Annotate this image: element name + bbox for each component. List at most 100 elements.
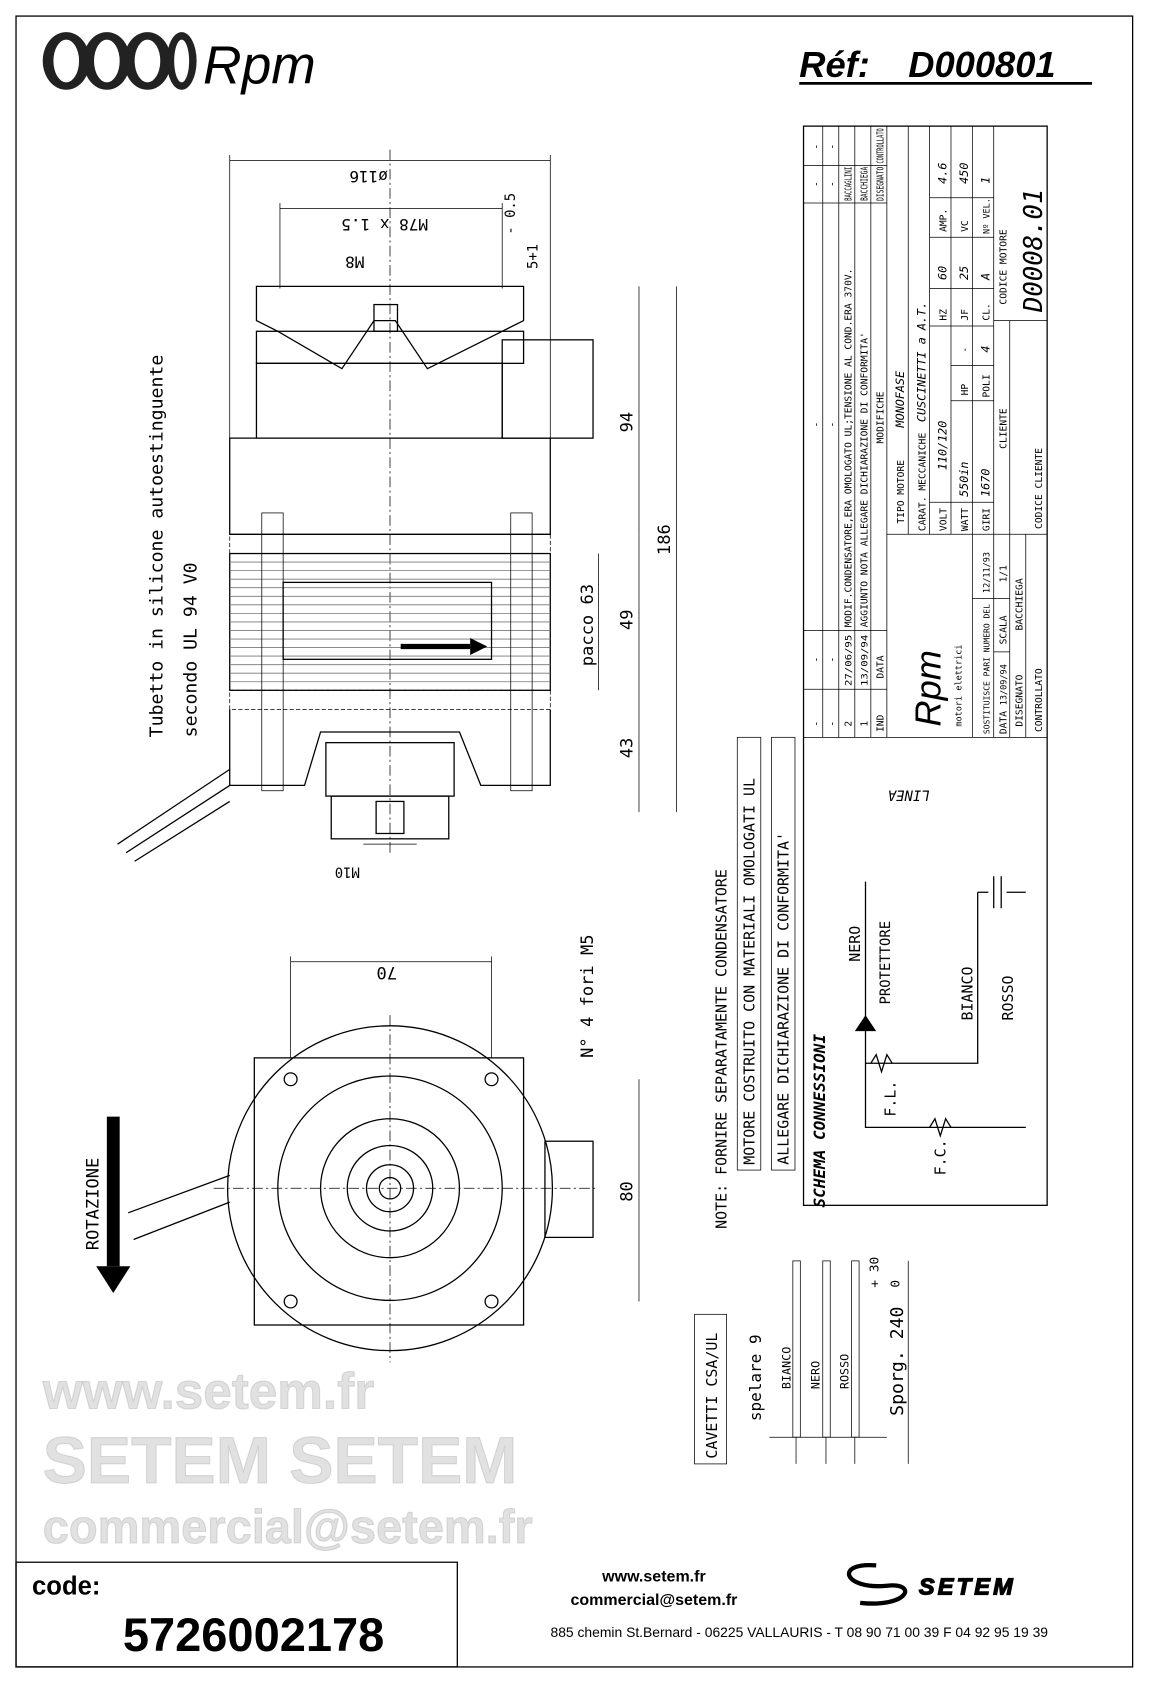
rev-desc: - <box>812 422 823 428</box>
dim-43: 43 <box>618 738 638 759</box>
watermark: www.setem.fr SETEM SETEM commercial@sete… <box>41 1362 533 1554</box>
cables-strip: spelare 9 <box>746 1334 765 1421</box>
rev-desc: AGGIUNTO NOTA ALLEGARE DICHIARAZIONE DI … <box>860 332 871 627</box>
label: CARAT. MECCANICHE <box>917 433 928 532</box>
value: 550in <box>957 462 971 497</box>
dim-70: 70 <box>377 962 398 982</box>
schema-linea: LINEA <box>888 787 930 803</box>
dim-diameter: ø116 <box>349 167 388 186</box>
dim-80: 80 <box>618 1181 638 1202</box>
value: 12/11/93 <box>982 552 992 593</box>
dim-thread: M78 x 1.5 <box>341 215 428 234</box>
motor-code: D0008.01 <box>1019 189 1049 313</box>
label: CL. <box>981 303 992 320</box>
label: JF <box>960 309 971 321</box>
label: HZ <box>939 309 950 321</box>
wiring-schema: LINEA NERO PROTETTORE BIANCO ROSSO F.L. … <box>802 125 1048 1206</box>
rev-header: DISEGNATO <box>876 167 887 201</box>
cables-detail: CAVETTI CSA/UL spelare 9 BIANCO NERO ROS… <box>694 1257 909 1465</box>
value: A <box>978 273 992 281</box>
value: 13/09/94 <box>1000 664 1010 705</box>
tube-note-1: Tubetto in silicone autoestinguente <box>146 355 167 738</box>
value: CUSCINETTI a A.T. <box>914 302 928 422</box>
label: HP <box>960 384 971 396</box>
rev-checked: - <box>828 144 839 150</box>
code-label: code: <box>32 1572 100 1600</box>
cables-tol-zero: 0 <box>889 1280 904 1288</box>
rev-drawn: - <box>812 181 823 187</box>
rev-date: - <box>812 657 823 663</box>
note-3: ALLEGARE DICHIARAZIONE DI CONFORMITA' <box>775 832 793 1165</box>
company-logo: Rpm <box>907 650 948 727</box>
rev-drawn: - <box>828 181 839 187</box>
label: POLI <box>981 374 992 397</box>
label: SCALA <box>999 615 1010 644</box>
label: CODICE MOTORE <box>999 229 1010 304</box>
notes: NOTE: FORNIRE SEPARATAMENTE CONDENSATORE… <box>713 736 829 1229</box>
code-value: 5726002178 <box>123 1608 384 1661</box>
dim-49: 49 <box>618 609 638 630</box>
label: CONTROLLATO <box>1034 668 1045 732</box>
motor-side-view: ø116 M78 x 1.5 M8 - 0.5 5+1 M10 94 186 4… <box>117 149 677 880</box>
label: TIPO MOTORE <box>896 460 907 524</box>
dim-pacco: pacco 63 <box>578 584 598 666</box>
schema-fl: F.L. <box>881 1081 899 1117</box>
setem-logo: SETEM <box>846 1563 1016 1606</box>
value: 60 <box>936 266 950 280</box>
rev-drawn: BACCHIEGA <box>860 167 871 201</box>
note-1: NOTE: FORNIRE SEPARATAMENTE CONDENSATORE <box>713 869 731 1229</box>
rev-checked: - <box>812 144 823 150</box>
rev-drawn: BACCAGLINI <box>844 167 855 201</box>
label: CLIENTE <box>999 408 1010 449</box>
rev-date: - <box>828 657 839 663</box>
label: VOLT <box>939 508 950 531</box>
value: 1 <box>978 177 992 184</box>
cables-title: CAVETTI CSA/UL <box>703 1333 721 1459</box>
dim-186: 186 <box>655 524 675 555</box>
ref-value: D000801 <box>908 44 1055 85</box>
email-link[interactable]: commercial@setem.fr <box>570 1591 737 1609</box>
dim-shaft-thread: M8 <box>345 252 364 271</box>
label: AMP. <box>939 209 950 232</box>
label: DISEGNATO <box>1015 674 1026 726</box>
ref-label: Réf: <box>799 44 870 85</box>
watermark-text: www.setem.fr <box>42 1362 374 1419</box>
rev-desc: - <box>828 422 839 428</box>
value: 1670 <box>978 469 992 497</box>
schema-title: SCHEMA CONNESSIONI <box>810 1034 829 1208</box>
value: 110/120 <box>936 421 950 471</box>
label: GIRI <box>981 508 992 531</box>
rotation-arrow-icon <box>106 1116 120 1267</box>
schema-rosso: ROSSO <box>999 976 1017 1021</box>
holes-note: N° 4 fori M5 <box>578 934 598 1057</box>
rev-header: CONTROLLATO <box>876 128 887 163</box>
rev-ind: 2 <box>844 721 855 727</box>
value: 450 <box>957 163 971 184</box>
company-sub: motori elettrici <box>955 644 965 726</box>
label: SOSTITUISCE PARI NUMERO DEL <box>982 604 991 734</box>
rev-date: 27/06/95 <box>845 635 855 686</box>
dim-bottom-thread: M10 <box>335 864 360 880</box>
rpm-logo: Rpm <box>42 32 316 95</box>
motor-front-view: 70 80 N° 4 fori M5 ROTAZIONE <box>83 934 640 1363</box>
wire-label: BIANCO <box>780 1347 794 1389</box>
watermark-text: SETEM SETEM <box>43 1424 518 1498</box>
tube-note-2: secondo UL 94 V0 <box>181 562 202 737</box>
schema-fc: F.C. <box>932 1139 950 1175</box>
website-link[interactable]: www.setem.fr <box>601 1567 706 1585</box>
title-block: - - - - - - - - - - 2 27/06/95 MODIF.CON… <box>803 126 1049 738</box>
setem-logo-text: SETEM <box>919 1573 1016 1599</box>
footer: code: 5726002178 www.setem.fr commercial… <box>15 1561 1048 1668</box>
brand-name: Rpm <box>203 36 316 95</box>
value: 25 <box>957 266 971 280</box>
dim-94: 94 <box>618 412 638 433</box>
value: 1/1 <box>999 565 1010 583</box>
rev-ind: - <box>812 721 823 727</box>
note-2: MOTORE COSTRUITO CON MATERIALI OMOLOGATI… <box>740 778 758 1165</box>
rotation-label: ROTAZIONE <box>83 1158 103 1251</box>
schema-nero: NERO <box>846 926 864 962</box>
watermark-text: commercial@setem.fr <box>43 1500 533 1553</box>
rev-header: DATA <box>876 655 887 678</box>
wire-label: NERO <box>809 1361 823 1389</box>
